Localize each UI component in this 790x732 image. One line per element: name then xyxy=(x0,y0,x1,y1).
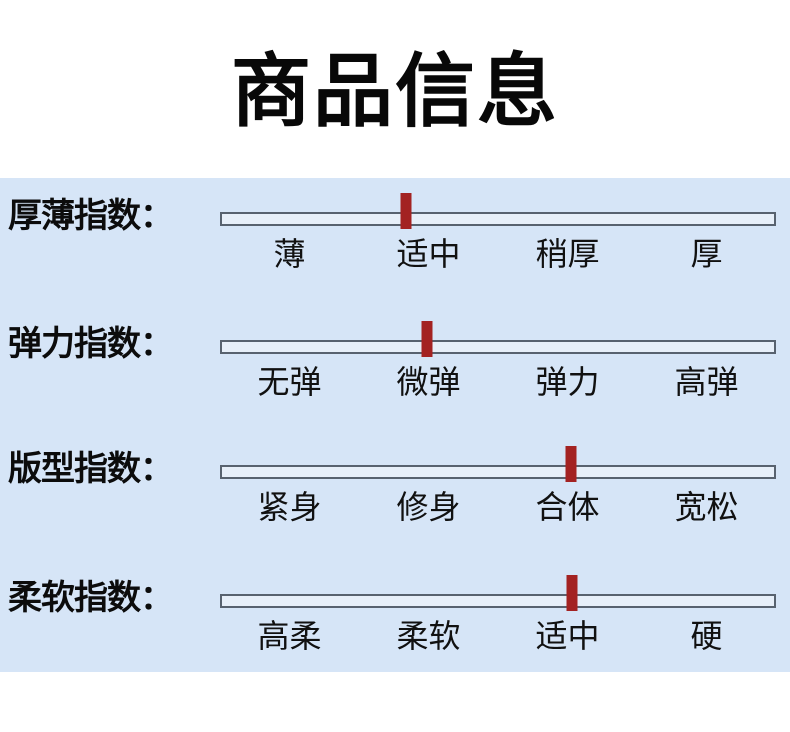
slider-track[interactable] xyxy=(220,340,776,354)
slider-track[interactable] xyxy=(220,594,776,608)
slider-option[interactable]: 宽松 xyxy=(674,488,739,526)
slider-option[interactable]: 修身 xyxy=(396,488,461,526)
slider-option[interactable]: 无弹 xyxy=(257,363,322,401)
index-row-fit: 版型指数： 紧身 修身 合体 宽松 xyxy=(0,441,790,541)
slider-option[interactable]: 高弹 xyxy=(674,363,739,401)
page-title-area: 商品信息 xyxy=(0,0,790,178)
slider-option[interactable]: 柔软 xyxy=(396,617,461,655)
slider-option[interactable]: 稍厚 xyxy=(535,235,600,273)
slider-option[interactable]: 硬 xyxy=(690,617,723,655)
slider-marker[interactable] xyxy=(565,446,577,482)
slider-marker[interactable] xyxy=(566,575,578,611)
index-slider[interactable]: 高柔 柔软 适中 硬 xyxy=(220,570,776,670)
index-row-thickness: 厚薄指数： 薄 适中 稍厚 厚 xyxy=(0,188,790,288)
index-row-elasticity: 弹力指数： 无弹 微弹 弹力 高弹 xyxy=(0,316,790,416)
slider-option[interactable]: 高柔 xyxy=(257,617,322,655)
slider-option[interactable]: 适中 xyxy=(535,617,600,655)
page-title: 商品信息 xyxy=(231,45,559,138)
slider-option[interactable]: 薄 xyxy=(273,235,306,273)
slider-options: 紧身 修身 合体 宽松 xyxy=(220,485,776,529)
slider-track[interactable] xyxy=(220,212,776,226)
slider-options: 无弹 微弹 弹力 高弹 xyxy=(220,360,776,404)
slider-option[interactable]: 厚 xyxy=(690,235,723,273)
slider-option[interactable]: 弹力 xyxy=(535,363,600,401)
slider-track[interactable] xyxy=(220,465,776,479)
slider-options: 薄 适中 稍厚 厚 xyxy=(220,232,776,276)
index-row-label: 厚薄指数： xyxy=(8,196,174,236)
index-row-softness: 柔软指数： 高柔 柔软 适中 硬 xyxy=(0,570,790,670)
slider-marker[interactable] xyxy=(421,321,433,357)
index-slider[interactable]: 薄 适中 稍厚 厚 xyxy=(220,188,776,288)
slider-option[interactable]: 紧身 xyxy=(257,488,322,526)
slider-marker[interactable] xyxy=(400,193,412,229)
slider-option[interactable]: 适中 xyxy=(396,235,461,273)
slider-option[interactable]: 微弹 xyxy=(396,363,461,401)
index-slider[interactable]: 紧身 修身 合体 宽松 xyxy=(220,441,776,541)
slider-option[interactable]: 合体 xyxy=(535,488,600,526)
indices-panel: 厚薄指数： 薄 适中 稍厚 厚 弹力指数： 无弹 微弹 xyxy=(0,178,790,672)
index-row-label: 柔软指数： xyxy=(8,578,174,618)
index-slider[interactable]: 无弹 微弹 弹力 高弹 xyxy=(220,316,776,416)
index-row-label: 版型指数： xyxy=(8,449,174,489)
index-row-label: 弹力指数： xyxy=(8,324,174,364)
slider-options: 高柔 柔软 适中 硬 xyxy=(220,614,776,658)
